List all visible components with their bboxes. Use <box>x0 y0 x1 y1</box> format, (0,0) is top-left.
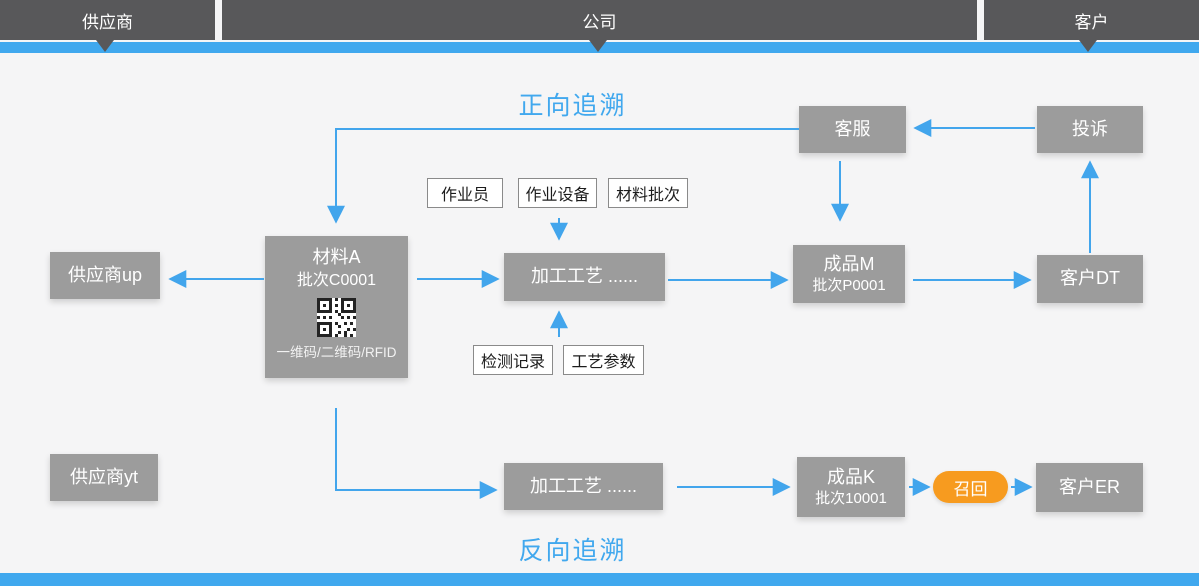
process-top-label: 加工工艺 ...... <box>530 266 638 287</box>
tag-operator: 作业员 <box>427 178 503 208</box>
node-customer-er: 客户ER <box>1036 463 1143 512</box>
footer-accent-bar <box>0 573 1199 586</box>
node-customer-dt: 客户DT <box>1037 255 1143 303</box>
material-a-title: 材料A <box>312 247 361 267</box>
supplier-up-label: 供应商up <box>67 264 143 285</box>
product-m-title: 成品M <box>823 253 875 274</box>
qr-code-icon <box>317 298 356 338</box>
tag-equipment: 作业设备 <box>518 178 597 208</box>
node-product-m: 成品M 批次P0001 <box>793 245 905 303</box>
lane-header-company: 公司 <box>222 0 977 40</box>
inspection-record-tag-label: 检测记录 <box>480 354 545 371</box>
customer-er-label: 客户ER <box>1058 476 1120 497</box>
product-k-title: 成品K <box>826 466 875 487</box>
complaint-label: 投诉 <box>1072 118 1108 139</box>
product-m-batch: 批次P0001 <box>812 276 886 294</box>
product-k-batch: 批次10001 <box>815 489 887 507</box>
material-a-codes-label: 一维码/二维码/RFID <box>276 345 397 361</box>
backward-trace-title: 反向追溯 <box>518 537 627 565</box>
supplier-yt-label: 供应商yt <box>69 466 138 487</box>
lane-label-company: 公司 <box>582 12 617 32</box>
node-supplier-yt: 供应商yt <box>50 454 158 501</box>
process-bottom-label: 加工工艺 ...... <box>529 475 637 496</box>
forward-trace-title: 正向追溯 <box>518 92 627 120</box>
lane-notch-company <box>589 40 607 52</box>
lane-notch-supplier <box>96 40 114 52</box>
material-a-batch: 批次C0001 <box>296 272 377 290</box>
customer-service-label: 客服 <box>834 118 871 139</box>
node-supplier-up: 供应商up <box>50 252 160 299</box>
tag-material-batch: 材料批次 <box>608 178 688 208</box>
lane-header-supplier: 供应商 <box>0 0 215 40</box>
customer-dt-label: 客户DT <box>1060 268 1120 289</box>
node-complaint: 投诉 <box>1037 106 1143 153</box>
node-customer-service: 客服 <box>799 106 906 153</box>
lane-label-customer: 客户 <box>1074 12 1109 32</box>
lane-header-customer: 客户 <box>984 0 1199 40</box>
node-process-top: 加工工艺 ...... <box>504 253 665 301</box>
tag-inspection-record: 检测记录 <box>473 345 553 375</box>
lane-label-supplier: 供应商 <box>82 12 133 32</box>
recall-label: 召回 <box>953 479 988 499</box>
material-batch-tag-label: 材料批次 <box>615 187 680 204</box>
operator-tag-label: 作业员 <box>440 187 489 204</box>
node-process-bottom: 加工工艺 ...... <box>504 463 663 510</box>
node-recall-badge: 召回 <box>933 471 1008 503</box>
lane-notch-customer <box>1079 40 1097 52</box>
node-material-a: 材料A 批次C0001 一维码/二维码/RFID <box>265 236 408 378</box>
equipment-tag-label: 作业设备 <box>525 187 590 204</box>
process-param-tag-label: 工艺参数 <box>571 354 636 371</box>
tag-process-param: 工艺参数 <box>563 345 644 375</box>
node-product-k: 成品K 批次10001 <box>797 457 905 517</box>
arrow-material-a-to-process-bottom <box>335 408 498 499</box>
